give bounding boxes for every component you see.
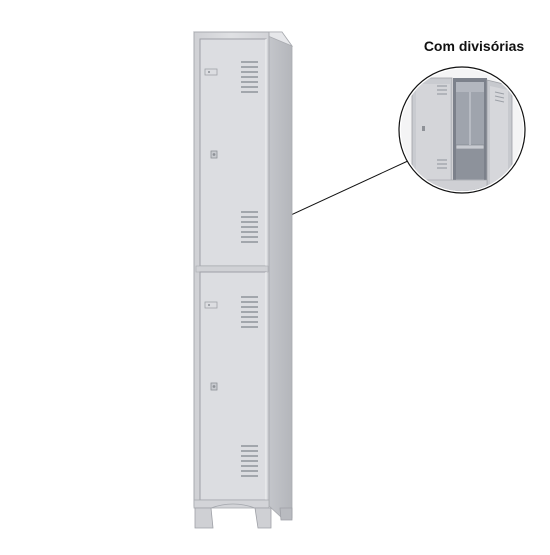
locker-divider: [195, 265, 269, 273]
vent-lower-top: [241, 296, 258, 328]
vent-lower-bottom: [241, 445, 258, 477]
name-tag-holder: [204, 301, 218, 309]
locker-side-panel: [267, 31, 293, 519]
vent-upper-top: [241, 61, 258, 93]
locker-door-upper: [199, 38, 267, 267]
zoom-inset: [398, 66, 526, 194]
foot-arch: [210, 503, 256, 509]
locker-door-lower: [199, 271, 267, 501]
door-handle-lower: [210, 382, 218, 391]
locker-foot-right: [254, 507, 272, 529]
locker-foot-left: [194, 507, 214, 529]
locker-foot-back: [279, 507, 293, 521]
door-handle-upper: [210, 150, 218, 159]
vent-upper-bottom: [241, 211, 258, 243]
name-tag-holder: [204, 68, 218, 76]
callout-label: Com divisórias: [423, 38, 525, 54]
